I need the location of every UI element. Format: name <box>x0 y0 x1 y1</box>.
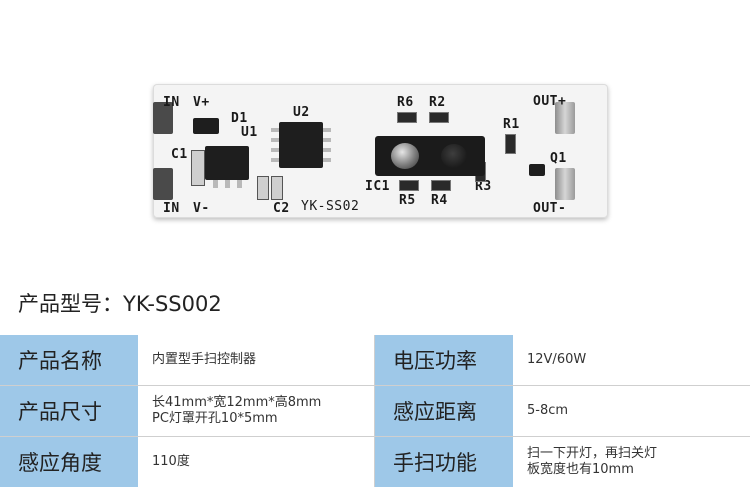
resistor-r1 <box>505 134 516 154</box>
ic-pin <box>271 158 279 162</box>
resistor-r2 <box>429 112 449 123</box>
capacitor-c1 <box>191 150 205 186</box>
ir-emitter-lens <box>391 143 419 169</box>
spec-row: 产品尺寸 长41mm*宽12mm*高8mm PC灯罩开孔10*5mm 感应距离 … <box>0 385 750 436</box>
spec-value: 扫一下开灯，再扫关灯 板宽度也有10mm <box>513 437 750 487</box>
label-v-minus: V- <box>193 201 210 216</box>
ic-pin <box>271 128 279 132</box>
output-pad-positive <box>555 102 575 134</box>
spec-value-line: 110度 <box>152 453 190 469</box>
label-r3: R3 <box>475 179 492 194</box>
label-r1: R1 <box>503 117 520 132</box>
ic-pin <box>271 138 279 142</box>
label-in-bottom: IN <box>163 201 180 216</box>
product-model-label: 产品型号： <box>18 292 123 316</box>
spec-value: 内置型手扫控制器 <box>138 335 375 385</box>
spec-value: 5-8cm <box>513 386 750 436</box>
label-in-top: IN <box>163 95 180 110</box>
spec-value-line: 板宽度也有10mm <box>527 462 634 477</box>
label-r5: R5 <box>399 193 416 208</box>
spec-label: 产品名称 <box>0 335 138 385</box>
spec-value: 长41mm*宽12mm*高8mm PC灯罩开孔10*5mm <box>138 386 375 436</box>
spec-value-line: 内置型手扫控制器 <box>152 351 257 367</box>
label-ic1: IC1 <box>365 179 390 194</box>
input-pad-positive <box>153 102 173 134</box>
spec-value-line: 5-8cm <box>527 402 569 418</box>
regulator-u1 <box>205 146 249 180</box>
resistor-r5 <box>399 180 419 191</box>
label-r2: R2 <box>429 95 446 110</box>
product-model-value: YK-SS002 <box>123 292 222 316</box>
regulator-pin <box>213 180 218 188</box>
label-out-minus: OUT- <box>533 201 567 216</box>
spec-value: 12V/60W <box>513 335 750 385</box>
ic-pin <box>271 148 279 152</box>
spec-value-line: 扫一下开灯，再扫关灯 <box>527 445 658 461</box>
label-c1: C1 <box>171 147 188 162</box>
spec-value: 110度 <box>138 437 375 487</box>
regulator-pin <box>225 180 230 188</box>
ic-pin <box>323 128 331 132</box>
label-v-plus: V+ <box>193 95 210 110</box>
spec-label: 感应距离 <box>375 386 513 436</box>
output-pad-negative <box>555 168 575 200</box>
ic-u2 <box>279 122 323 168</box>
input-pad-negative <box>153 168 173 200</box>
diode-d1 <box>193 118 219 134</box>
label-d1: D1 <box>231 111 248 126</box>
label-u1: U1 <box>241 125 258 140</box>
ir-sensor <box>375 136 485 176</box>
resistor-r6 <box>397 112 417 123</box>
ir-receiver-lens <box>441 144 467 168</box>
spec-label: 电压功率 <box>375 335 513 385</box>
transistor-q1 <box>529 164 545 176</box>
spec-value-line: 12V/60W <box>527 351 587 367</box>
ic-pin <box>323 158 331 162</box>
label-r6: R6 <box>397 95 414 110</box>
spec-label: 产品尺寸 <box>0 386 138 436</box>
regulator-pin <box>237 180 242 188</box>
label-out-plus: OUT+ <box>533 94 567 109</box>
label-board-model: YK-SS02 <box>301 199 360 214</box>
capacitor-c2 <box>271 176 283 200</box>
pcb-board: IN V+ IN V- D1 U1 C1 U2 R6 R2 R1 R3 R5 R… <box>153 84 608 218</box>
ic-pin <box>323 138 331 142</box>
spec-label: 感应角度 <box>0 437 138 487</box>
spec-value-line: PC灯罩开孔10*5mm <box>152 411 278 426</box>
capacitor-c2 <box>257 176 269 200</box>
resistor-r4 <box>431 180 451 191</box>
label-q1: Q1 <box>550 151 567 166</box>
spec-row: 产品名称 内置型手扫控制器 电压功率 12V/60W <box>0 335 750 385</box>
product-model: 产品型号：YK-SS002 <box>18 288 222 318</box>
label-r4: R4 <box>431 193 448 208</box>
ic-pin <box>323 148 331 152</box>
spec-row: 感应角度 110度 手扫功能 扫一下开灯，再扫关灯 板宽度也有10mm <box>0 436 750 487</box>
label-c2: C2 <box>273 201 290 216</box>
spec-table: 产品名称 内置型手扫控制器 电压功率 12V/60W 产品尺寸 长41mm*宽1… <box>0 335 750 487</box>
spec-label: 手扫功能 <box>375 437 513 487</box>
spec-value-line: 长41mm*宽12mm*高8mm <box>152 394 322 410</box>
label-u2: U2 <box>293 105 310 120</box>
